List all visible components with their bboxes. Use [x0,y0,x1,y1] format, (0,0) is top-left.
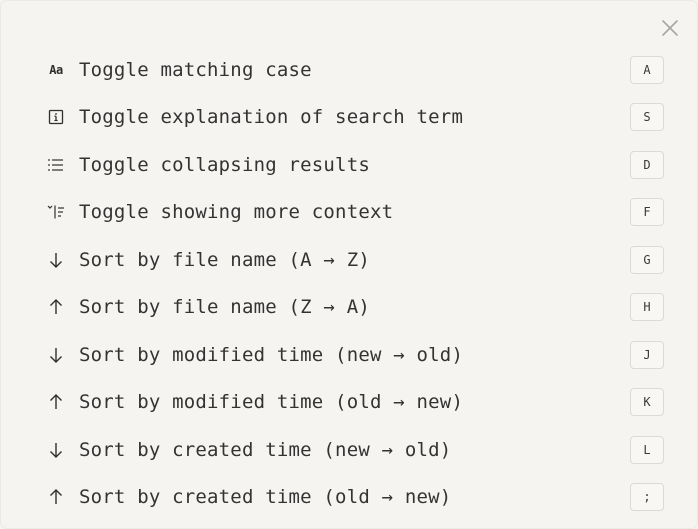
command-sort-filename-asc[interactable]: Sort by file name (A → Z) G [1,236,697,284]
expand-context-icon [46,202,66,222]
shortcut-key: A [630,55,664,84]
arrow-down-icon [46,250,66,270]
close-icon [659,17,681,39]
command-toggle-explanation[interactable]: Toggle explanation of search term S [1,94,697,142]
shortcut-key: L [630,435,664,464]
shortcut-key: D [630,150,664,179]
command-sort-created-asc[interactable]: Sort by created time (old → new) ; [1,474,697,522]
command-label: Toggle showing more context [79,201,394,224]
shortcut-key: H [630,293,664,322]
command-label: Sort by modified time (old → new) [79,391,464,414]
shortcut-key: S [630,103,664,132]
command-label: Toggle explanation of search term [79,106,464,129]
info-box-icon [46,107,66,127]
arrow-down-icon [46,440,66,460]
shortcut-key: ; [630,483,664,512]
command-label: Sort by file name (Z → A) [79,296,370,319]
shortcut-key: K [630,388,664,417]
arrow-up-icon [46,487,66,507]
arrow-up-icon [46,297,66,317]
command-label: Sort by modified time (new → old) [79,343,464,366]
list-icon [46,155,66,175]
command-toggle-collapse[interactable]: Toggle collapsing results D [1,141,697,189]
command-sort-modified-asc[interactable]: Sort by modified time (old → new) K [1,379,697,427]
command-label: Sort by file name (A → Z) [79,248,370,271]
shortcut-key: G [630,245,664,274]
command-sort-created-desc[interactable]: Sort by created time (new → old) L [1,426,697,474]
shortcut-key: J [630,340,664,369]
arrow-up-icon [46,392,66,412]
match-case-icon: Aa [49,62,63,77]
command-label: Sort by created time (new → old) [79,438,452,461]
command-label: Toggle matching case [79,58,312,81]
close-button[interactable] [659,17,681,39]
command-list: Aa Toggle matching case A Toggle explana… [1,46,697,521]
command-sort-modified-desc[interactable]: Sort by modified time (new → old) J [1,331,697,379]
shortcut-key: F [630,198,664,227]
command-toggle-match-case[interactable]: Aa Toggle matching case A [1,46,697,94]
command-label: Toggle collapsing results [79,153,370,176]
command-sort-filename-desc[interactable]: Sort by file name (Z → A) H [1,284,697,332]
command-toggle-context[interactable]: Toggle showing more context F [1,189,697,237]
arrow-down-icon [46,345,66,365]
command-label: Sort by created time (old → new) [79,486,452,509]
